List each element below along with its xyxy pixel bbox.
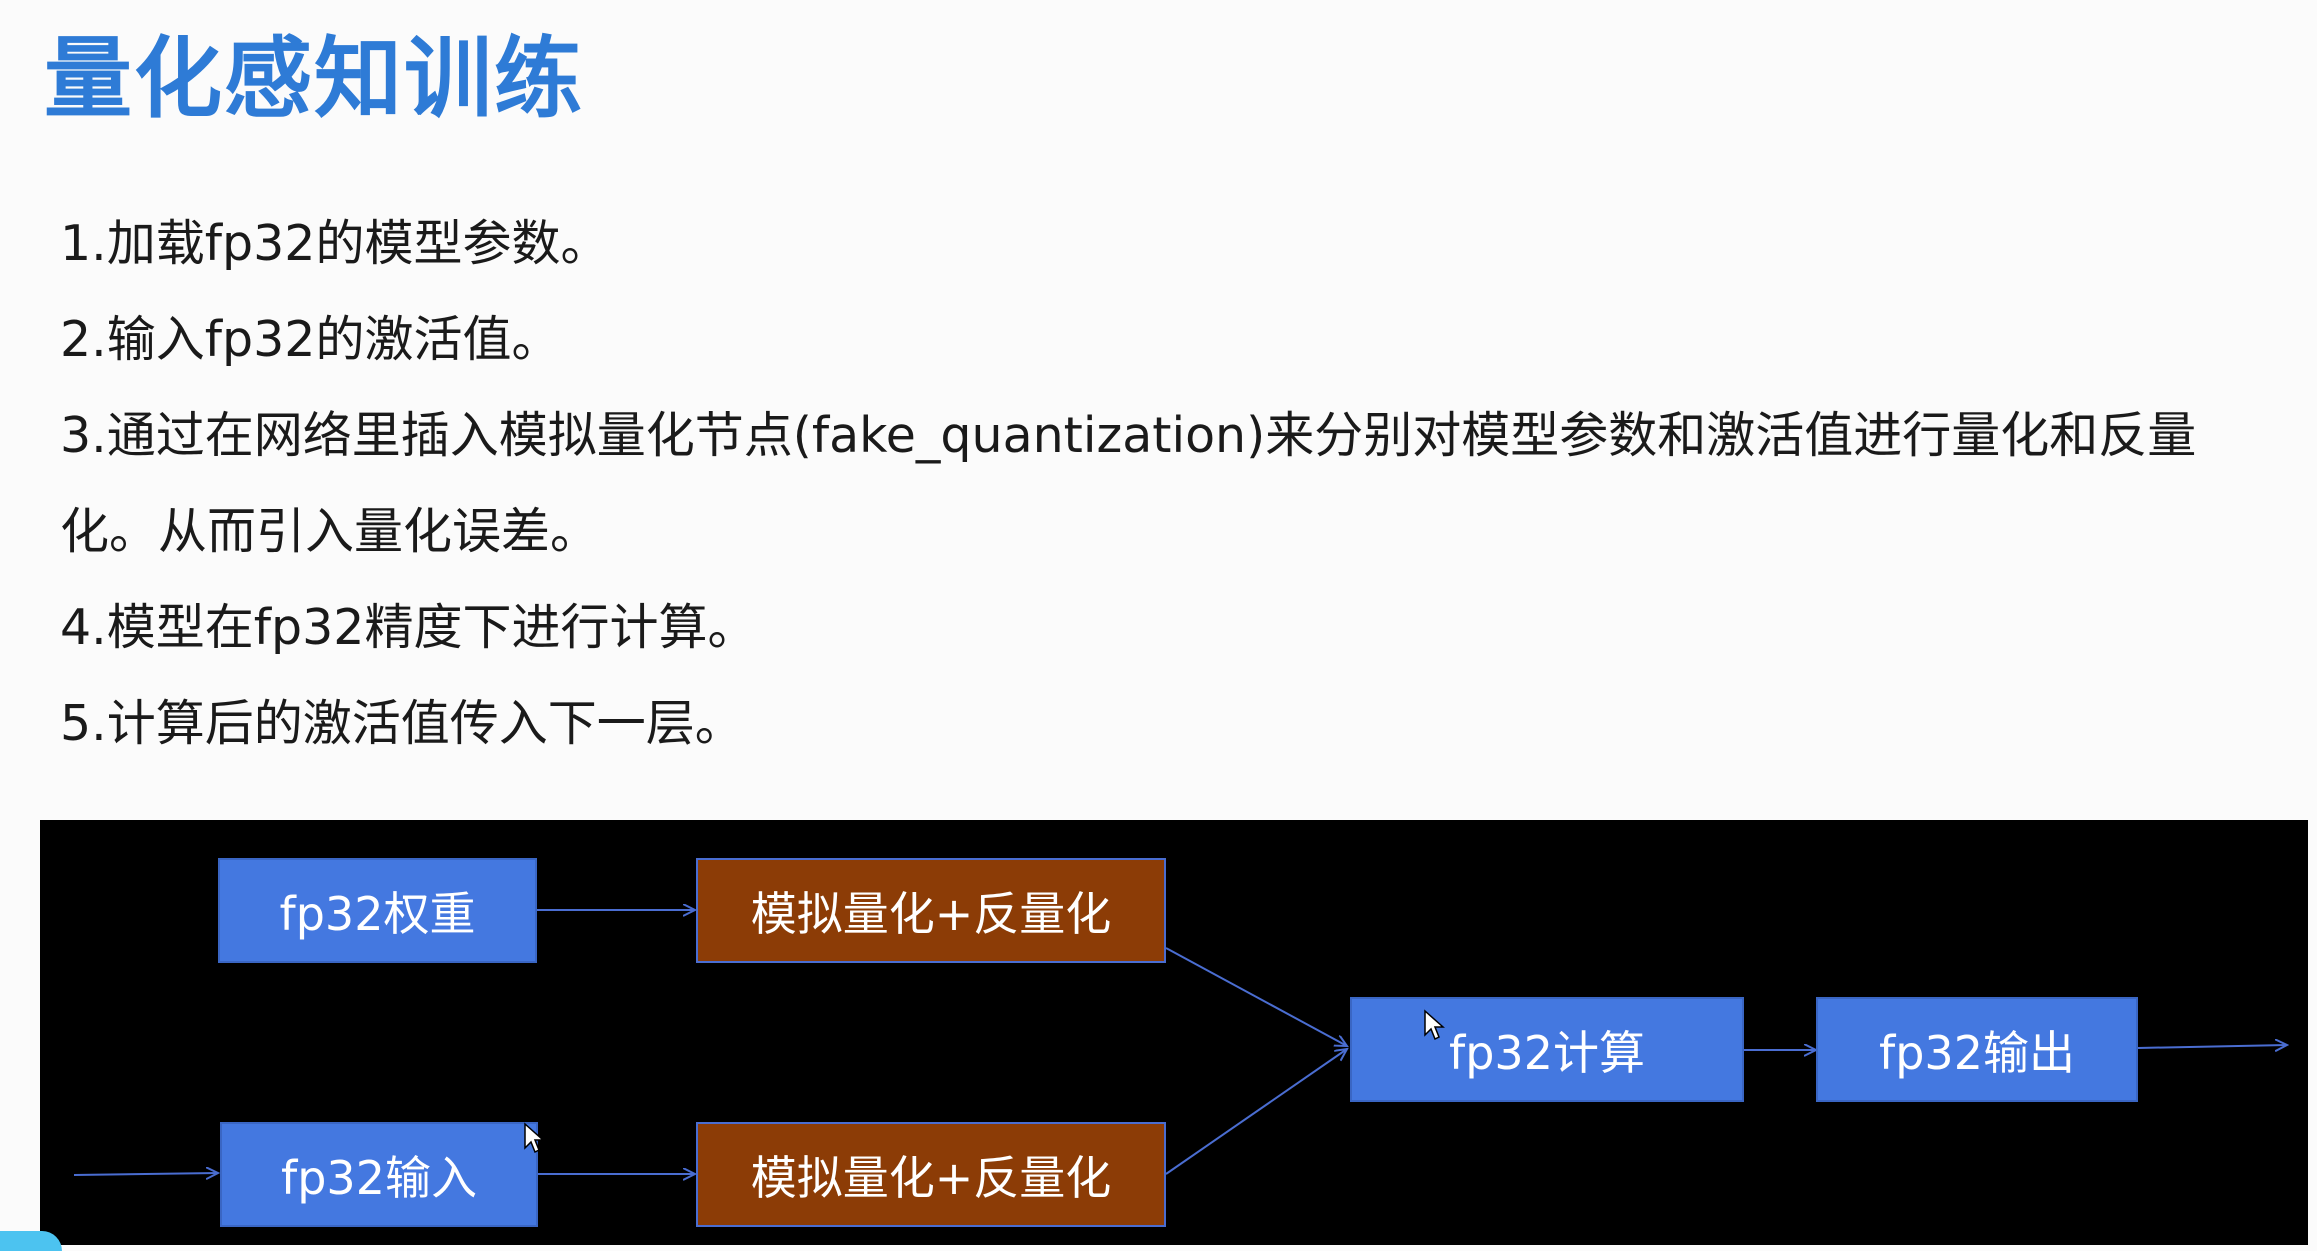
fake-quant-top-box: 模拟量化+反量化 — [696, 858, 1166, 963]
arrow-quant-top-to-compute — [1165, 947, 1347, 1046]
qat-flow-diagram: fp32权重 模拟量化+反量化 fp32输入 模拟量化+反量化 fp32计算 f… — [40, 820, 2308, 1245]
step-item: 4.模型在fp32精度下进行计算。 — [60, 599, 757, 656]
diagram-arrows — [73, 820, 2308, 1245]
step-item: 2.输入fp32的激活值。 — [60, 311, 561, 368]
fake-quant-bottom-box: 模拟量化+反量化 — [696, 1122, 1166, 1227]
arrow-output-to-next — [2137, 1045, 2287, 1048]
fp32-input-box: fp32输入 — [220, 1122, 538, 1227]
fp32-output-box: fp32输出 — [1816, 997, 2138, 1102]
step-item: 5.计算后的激活值传入下一层。 — [60, 695, 744, 752]
corner-decoration — [0, 1231, 62, 1251]
cursor-arrow-icon — [524, 1122, 545, 1154]
step-item: 1.加载fp32的模型参数。 — [60, 215, 610, 272]
step-item: 3.通过在网络里插入模拟量化节点(fake_quantization)来分别对模… — [60, 407, 2197, 560]
arrow-external-to-input — [73, 1173, 218, 1175]
cursor-arrow-icon — [1424, 1009, 1445, 1041]
slide-title: 量化感知训练 — [44, 26, 585, 130]
step-list: 1.加载fp32的模型参数。 2.输入fp32的激活值。 3.通过在网络里插入模… — [60, 196, 2290, 772]
fp32-compute-box: fp32计算 — [1350, 997, 1744, 1102]
arrow-quant-bottom-to-compute — [1165, 1049, 1347, 1175]
fp32-weight-box: fp32权重 — [218, 858, 537, 963]
